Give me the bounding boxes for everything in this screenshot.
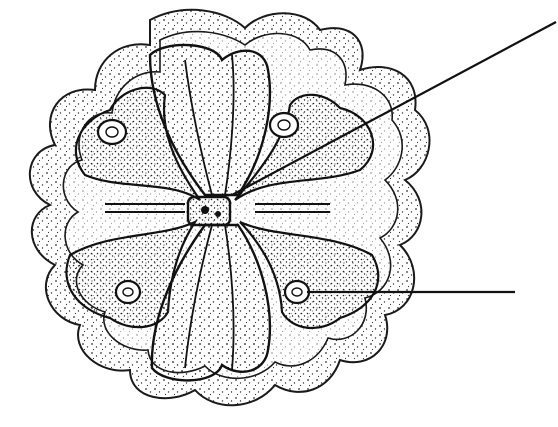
oval-organ-lower-left — [116, 281, 140, 303]
oval-organ-upper-right — [270, 113, 298, 137]
oval-organ-lower-right — [285, 281, 309, 303]
central-mouth — [188, 197, 230, 225]
oval-organ-upper-left — [98, 120, 126, 144]
